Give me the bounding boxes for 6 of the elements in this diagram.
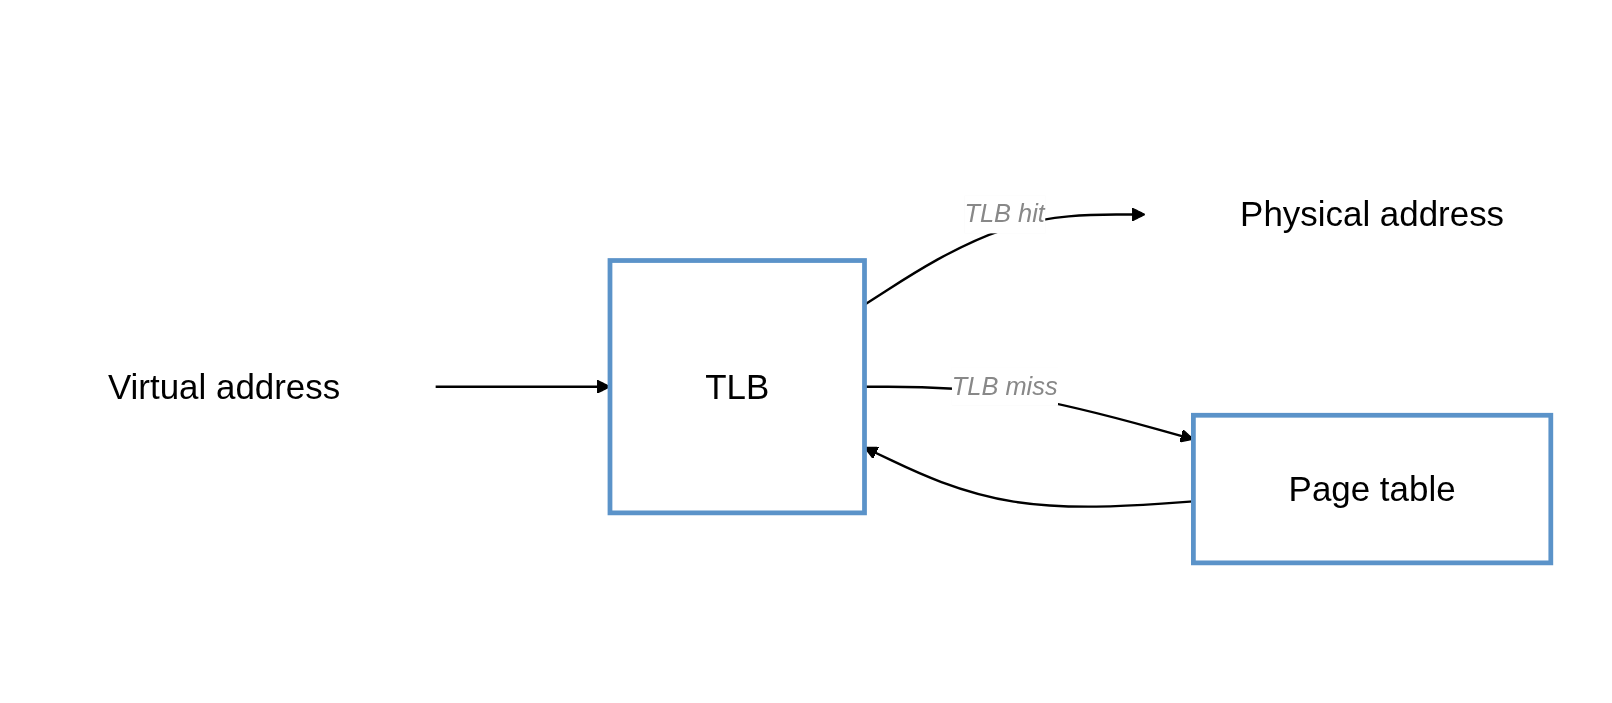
node-box: TLB [607,257,867,515]
node-text: Virtual address [107,366,341,407]
edge-label: TLB miss [951,372,1058,400]
node-box: Page table [1191,412,1554,565]
node-text: Physical address [1240,194,1505,235]
edge-label: TLB hit [964,199,1045,227]
